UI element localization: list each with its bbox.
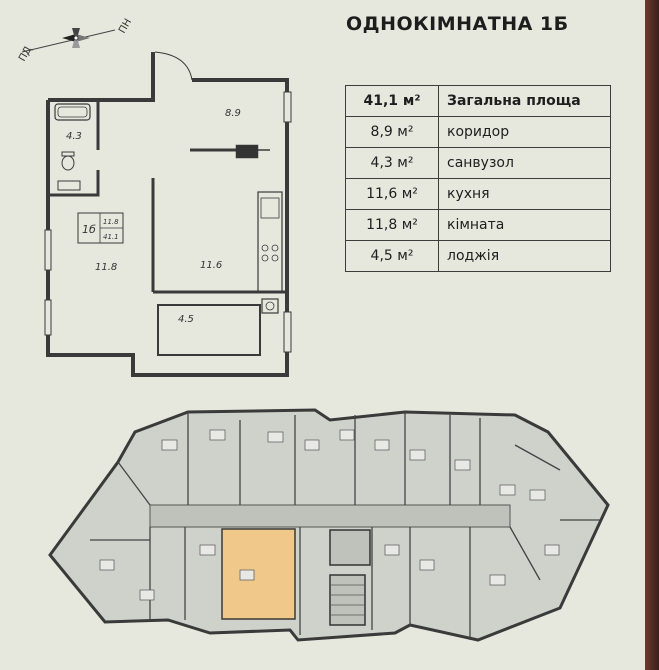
area-value: 8,9 м² bbox=[345, 116, 439, 148]
area-label: Загальна площа bbox=[438, 85, 611, 117]
area-label: лоджія bbox=[438, 240, 611, 272]
area-value: 4,3 м² bbox=[345, 147, 439, 179]
plan-label-bathroom: 4.3 bbox=[66, 131, 82, 142]
area-value: 11,6 м² bbox=[345, 178, 439, 210]
apartment-floor-plan bbox=[44, 51, 292, 377]
highlighted-apartment bbox=[221, 528, 296, 620]
compass-left-label: ПД bbox=[17, 45, 34, 64]
plan-label-loggia: 4.5 bbox=[178, 314, 194, 325]
area-row-corridor: 8,9 м² коридор bbox=[345, 116, 611, 148]
area-label: кухня bbox=[438, 178, 611, 210]
badge-room-label: 11.8 bbox=[103, 218, 119, 226]
page-binding-edge bbox=[645, 0, 659, 670]
badge-type-label: 1б bbox=[82, 223, 96, 236]
plan-label-corridor: 8.9 bbox=[225, 108, 241, 119]
area-table: 41,1 м² Загальна площа 8,9 м² коридор 4,… bbox=[345, 85, 611, 272]
area-value: 41,1 м² bbox=[345, 85, 439, 117]
plan-label-kitchen: 11.6 bbox=[200, 260, 222, 271]
area-row-total: 41,1 м² Загальна площа bbox=[345, 85, 611, 117]
area-row-kitchen: 11,6 м² кухня bbox=[345, 178, 611, 210]
badge-total-label: 41.1 bbox=[103, 233, 119, 241]
area-value: 4,5 м² bbox=[345, 240, 439, 272]
building-floor-plan bbox=[48, 408, 610, 642]
area-row-loggia: 4,5 м² лоджія bbox=[345, 240, 611, 272]
area-row-bathroom: 4,3 м² санвузол bbox=[345, 147, 611, 179]
area-label: санвузол bbox=[438, 147, 611, 179]
plan-label-room: 11.8 bbox=[95, 262, 117, 273]
page-title: ОДНОКІМНАТНА 1Б bbox=[346, 13, 569, 35]
compass-icon: ПД ПН bbox=[17, 17, 134, 64]
area-label: коридор bbox=[438, 116, 611, 148]
compass-right-label: ПН bbox=[117, 17, 134, 36]
area-value: 11,8 м² bbox=[345, 209, 439, 241]
